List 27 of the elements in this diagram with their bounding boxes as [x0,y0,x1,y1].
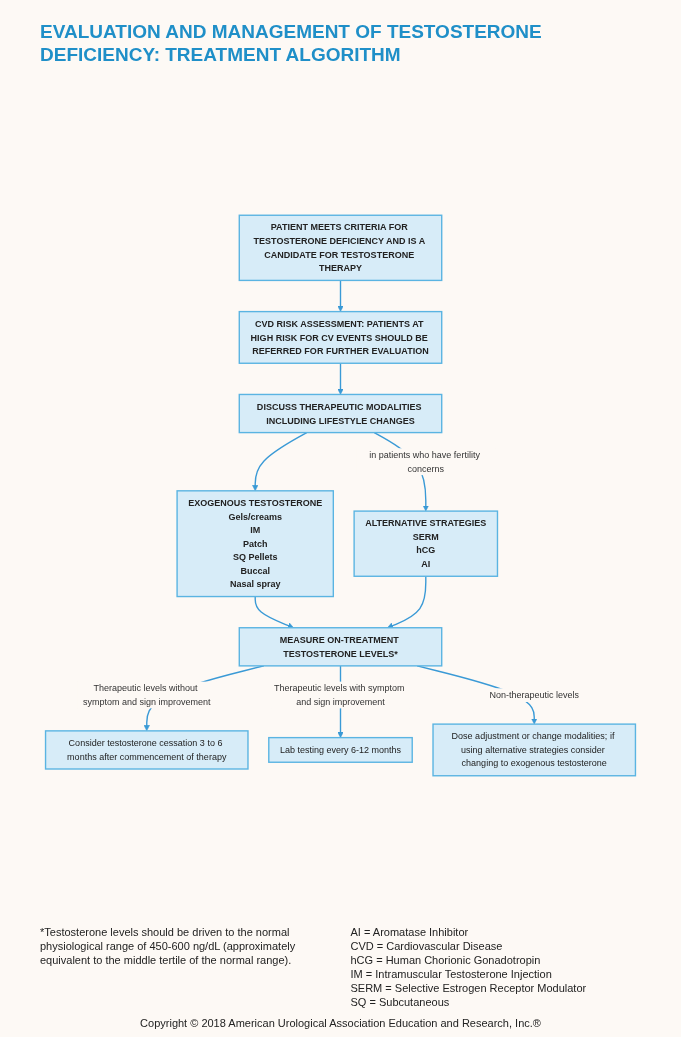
edge-label: Therapeutic levels with symptom and sign improvement [273,682,405,707]
copyright-caption: Copyright © 2018 American Urological Association Education and Research, Inc.® [139,1017,542,1029]
node-box: CVD RISK ASSESSMENT: PATIENTS AT HIGH RISK FOR CV EVENTS SHOULD BE REFERRED FOR FURTHER EVALUATION [238,310,443,364]
node-box: EXOGENOUS TESTOSTERONE Gels/creams IM Patch SQ Pellets Buccal Nasal spray [176,490,334,598]
abbreviation-note: SERM = Selective Estrogen Receptor Modulator [350,981,588,995]
title: EVALUATION AND MANAGEMENT OF TESTOSTERONE DEFICIENCY: TREATMENT ALGORITHM [40,20,543,66]
abbreviation-note: SQ = Subcutaneous [350,995,451,1009]
abbreviation-note: hCG = Human Chorionic Gonadotropin [350,953,542,967]
edge-label: Therapeutic levels without symptom and sign improvement [82,682,211,707]
node-box: PATIENT MEETS CRITERIA FOR TESTOSTERONE DEFICIENCY AND IS A CANDIDATE FOR TESTOSTERONE THERAPY [238,214,443,282]
arrow [337,362,344,395]
node-box: MEASURE ON-TREATMENT TESTOSTERONE LEVELS* [238,627,443,667]
arrow [337,279,344,312]
footnote: *Testosterone levels should be driven to the normal physiological range of 450-600 ng/dL (approximately equivalent to the middle tertile of the normal range). [40,925,297,967]
arrow [387,575,427,629]
node-box: ALTERNATIVE STRATEGIES SERM hCG AI [353,510,499,577]
node-box: DISCUSS THERAPEUTIC MODALITIES INCLUDING LIFESTYLE CHANGES [238,393,443,434]
abbreviation-note: IM = Intramuscular Testosterone Injection [350,967,553,981]
abbreviation-note: AI = Aromatase Inhibitor [350,925,470,939]
node-box: Lab testing every 6-12 months [268,736,413,763]
arrow [254,595,294,629]
abbreviation-note: CVD = Cardiovascular Disease [350,939,504,953]
edge-label: in patients who have fertility concerns [369,449,480,474]
node-box: Consider testosterone cessation 3 to 6 months after commencement of therapy [44,730,249,770]
node-box: Dose adjustment or change modalities; if using alternative strategies consider changing to exogenous testosterone [432,723,637,777]
arrow [252,431,308,492]
edge-label: Non-therapeutic levels [489,689,580,701]
